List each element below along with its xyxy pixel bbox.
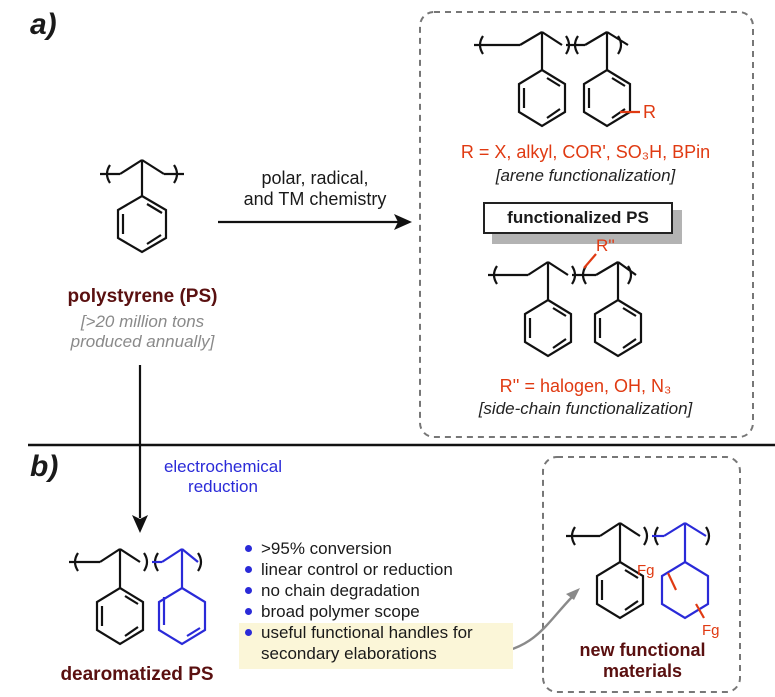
- feature-text: broad polymer scope: [261, 602, 420, 621]
- fg1-label: Fg: [637, 562, 655, 579]
- reaction-arrow-head: [394, 214, 412, 230]
- feature-item: no chain degradation: [245, 580, 473, 601]
- bullet-dot-icon: [245, 629, 252, 636]
- functionalized-ps-label: functionalized PS: [483, 202, 673, 234]
- fg2-label: Fg: [702, 622, 720, 639]
- bullet-dot-icon: [245, 587, 252, 594]
- bullet-dot-icon: [245, 566, 252, 573]
- arene-r-groups: R = X, alkyl, COR', SO₃H, BPin: [460, 142, 711, 162]
- part-a-label: a): [30, 8, 57, 41]
- part-b-label: b): [30, 450, 59, 483]
- reduction-arrow-head: [132, 515, 148, 533]
- r2-substituent: R'': [596, 236, 615, 255]
- r2-bond: [583, 253, 597, 269]
- feature-text: no chain degradation: [261, 581, 420, 600]
- feature-text: >95% conversion: [261, 539, 392, 558]
- arene-note: [arene functionalization]: [495, 166, 676, 185]
- feature-item: >95% conversion: [245, 538, 473, 559]
- tonnage-note: [>20 million tons produced annually]: [70, 312, 215, 351]
- fg2-bond: [695, 603, 705, 619]
- feature-item: linear control or reduction: [245, 559, 473, 580]
- bullet-dot-icon: [245, 608, 252, 615]
- reaction-conditions-label: polar, radical, and TM chemistry: [243, 168, 387, 209]
- polystyrene-label: polystyrene (PS): [67, 286, 218, 307]
- bullet-dot-icon: [245, 545, 252, 552]
- feature-item: useful functional handles for secondary …: [245, 622, 473, 664]
- side-chain-r-groups: R'' = halogen, OH, N₃: [499, 376, 672, 396]
- new-material-black: [566, 522, 711, 620]
- bullet-highlight: [239, 623, 513, 669]
- dearomatized-ps-label: dearomatized PS: [60, 664, 214, 685]
- r-substituent: R: [643, 102, 656, 122]
- new-materials-label: new functional materials: [579, 640, 706, 681]
- electrochemical-label: electrochemical reduction: [163, 457, 283, 496]
- curved-arrow-head: [566, 588, 580, 600]
- feature-item: broad polymer scope: [245, 601, 473, 622]
- side-chain-copolymer: [488, 261, 643, 358]
- side-chain-note: [side-chain functionalization]: [478, 399, 693, 418]
- feature-text: linear control or reduction: [261, 560, 453, 579]
- dearomatized-ps-blue: [152, 548, 207, 646]
- new-material-blue: [652, 522, 710, 620]
- ps-structure: [100, 159, 184, 254]
- feature-list: >95% conversion linear control or reduct…: [245, 538, 473, 664]
- arene-copolymer: [474, 31, 632, 128]
- fg1-bond: [667, 572, 677, 591]
- feature-text: useful functional handles for secondary …: [261, 623, 473, 663]
